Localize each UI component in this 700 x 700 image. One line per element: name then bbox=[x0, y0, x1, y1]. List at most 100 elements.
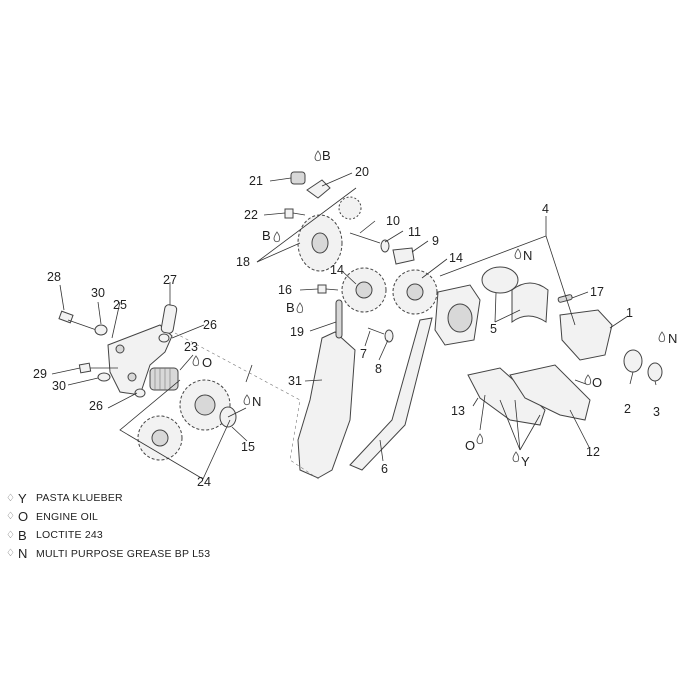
part-sprocket-14a bbox=[341, 267, 387, 313]
part-sprocket-14b bbox=[392, 269, 438, 315]
lubricant-markers: B B B N N N O O O bbox=[192, 148, 677, 469]
marker-n-15: N bbox=[243, 394, 261, 409]
callout-8: 8 bbox=[375, 362, 382, 376]
part-ring-5 bbox=[481, 266, 519, 294]
legend-code: N bbox=[18, 546, 28, 562]
part-bolt-7 bbox=[367, 327, 385, 335]
marker-b-22: B bbox=[262, 228, 281, 243]
part-plate-9 bbox=[392, 247, 415, 265]
drop-icon bbox=[584, 374, 592, 386]
legend-row-n: ♢ N MULTI PURPOSE GREASE BP L53 bbox=[6, 545, 336, 564]
drop-icon bbox=[296, 302, 304, 314]
drop-icon bbox=[273, 231, 281, 243]
callout-17: 17 bbox=[590, 285, 604, 299]
svg-text:Y: Y bbox=[521, 454, 530, 469]
drop-icon bbox=[512, 451, 520, 463]
part-gear-20 bbox=[306, 179, 362, 220]
svg-text:B: B bbox=[286, 300, 295, 315]
callout-29: 29 bbox=[33, 367, 47, 381]
part-bolt-16 bbox=[317, 284, 339, 294]
part-camshaft-12 bbox=[509, 364, 591, 421]
svg-text:N: N bbox=[252, 394, 261, 409]
drop-icon bbox=[243, 394, 251, 406]
callout-31: 31 bbox=[288, 374, 302, 388]
callout-10: 10 bbox=[386, 214, 400, 228]
leader-lines bbox=[51, 172, 657, 481]
part-key-17 bbox=[557, 294, 573, 303]
part-bolt-22 bbox=[284, 208, 306, 219]
marker-o-cam: O bbox=[584, 374, 602, 390]
drop-icon bbox=[658, 331, 666, 343]
callout-30-top: 30 bbox=[91, 286, 105, 300]
lubricant-legend: ♢ Y PASTA KLUEBER ♢ O ENGINE OIL ♢ B LOC… bbox=[6, 489, 336, 563]
drop-icon: ♢ bbox=[6, 529, 15, 541]
legend-row-b: ♢ B LOCTITE 243 bbox=[6, 526, 336, 545]
part-seal-3 bbox=[647, 362, 663, 382]
svg-text:O: O bbox=[592, 375, 602, 390]
callout-30-bottom: 30 bbox=[52, 379, 66, 393]
bracket-hole bbox=[115, 344, 125, 354]
callout-20: 20 bbox=[355, 165, 369, 179]
callout-4: 4 bbox=[542, 202, 549, 216]
callout-22: 22 bbox=[244, 208, 258, 222]
callout-15: 15 bbox=[241, 440, 255, 454]
callout-18: 18 bbox=[236, 255, 250, 269]
legend-desc: PASTA KLUEBER bbox=[36, 492, 123, 505]
marker-n-3: N bbox=[658, 331, 677, 346]
callout-28: 28 bbox=[47, 270, 61, 284]
part-chain-guide-31 bbox=[297, 331, 356, 479]
part-pin-27 bbox=[160, 304, 178, 334]
marker-o-13: O bbox=[465, 433, 484, 453]
part-gear-24 bbox=[137, 379, 231, 461]
part-bushing-26b bbox=[134, 388, 146, 398]
part-bearing-23 bbox=[149, 367, 179, 391]
legend-code: B bbox=[18, 527, 27, 543]
part-washer-11 bbox=[380, 239, 390, 253]
part-camshaft-13 bbox=[467, 367, 546, 426]
legend-row-o: ♢ O ENGINE OIL bbox=[6, 508, 336, 527]
legend-desc: ENGINE OIL bbox=[36, 510, 99, 523]
callout-27: 27 bbox=[163, 273, 177, 287]
part-camshaft-1 bbox=[559, 309, 613, 361]
callout-7: 7 bbox=[360, 347, 367, 361]
callout-9: 9 bbox=[432, 234, 439, 248]
callout-25: 25 bbox=[113, 298, 127, 312]
callout-26-bottom: 26 bbox=[89, 399, 103, 413]
svg-text:N: N bbox=[523, 248, 532, 263]
callout-5: 5 bbox=[490, 322, 497, 336]
callout-2: 2 bbox=[624, 402, 631, 416]
callout-14-right: 14 bbox=[449, 251, 463, 265]
callout-23: 23 bbox=[184, 340, 198, 354]
legend-row-y: ♢ Y PASTA KLUEBER bbox=[6, 489, 336, 508]
marker-b-top: B bbox=[314, 148, 331, 163]
callout-13: 13 bbox=[451, 404, 465, 418]
callout-6: 6 bbox=[381, 462, 388, 476]
svg-text:B: B bbox=[322, 148, 331, 163]
part-nut-21 bbox=[290, 171, 306, 185]
callout-numbers: 1 2 3 4 5 6 7 8 9 10 11 12 13 14 14 15 1… bbox=[33, 165, 660, 489]
marker-b-16: B bbox=[286, 300, 304, 315]
drop-icon: ♢ bbox=[6, 511, 15, 523]
bracket-hole bbox=[127, 372, 137, 382]
part-bolt-10 bbox=[349, 232, 381, 244]
svg-text:N: N bbox=[668, 331, 677, 346]
svg-text:O: O bbox=[202, 355, 212, 370]
callout-16: 16 bbox=[278, 283, 292, 297]
marker-o-23: O bbox=[192, 355, 212, 370]
part-washer-30a bbox=[94, 324, 108, 336]
callout-24: 24 bbox=[197, 475, 211, 489]
legend-desc: MULTI PURPOSE GREASE BP L53 bbox=[36, 547, 211, 560]
drop-icon bbox=[192, 355, 200, 367]
legend-code: O bbox=[18, 509, 29, 525]
part-chain-6 bbox=[349, 317, 433, 471]
drop-icon bbox=[314, 150, 322, 162]
callout-21: 21 bbox=[249, 174, 263, 188]
drop-icon: ♢ bbox=[6, 492, 15, 504]
part-bushing-5 bbox=[511, 282, 549, 323]
marker-y-12: Y bbox=[512, 451, 530, 469]
part-bushing-26a bbox=[158, 333, 170, 343]
housing-bore bbox=[447, 303, 473, 333]
part-bearing-2 bbox=[623, 349, 643, 373]
